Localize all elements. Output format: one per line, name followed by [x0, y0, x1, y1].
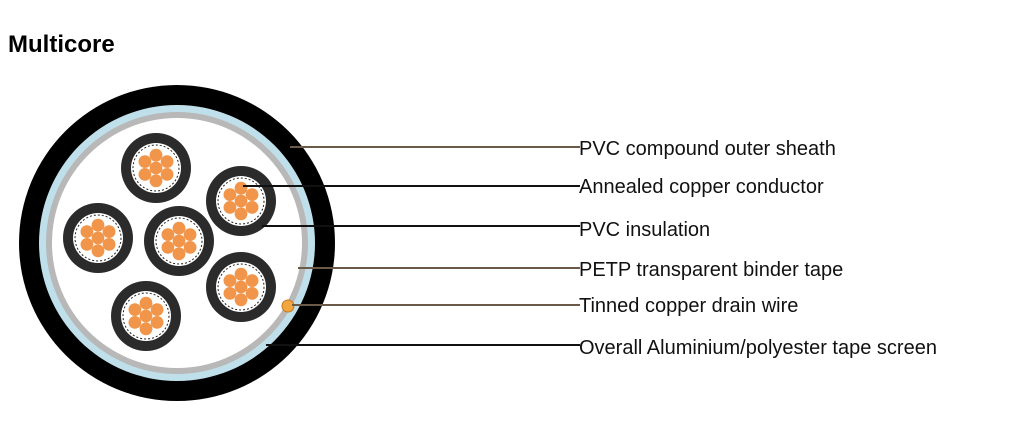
- conductor-strand: [245, 287, 259, 300]
- core-wrap: [155, 217, 203, 265]
- conductor-strand: [245, 188, 259, 202]
- core: [144, 206, 214, 276]
- conductor-strand: [234, 280, 248, 294]
- conductor-strand: [102, 238, 116, 251]
- conductor-strand: [91, 244, 105, 258]
- conductor-strand: [150, 316, 164, 329]
- core-wrap: [217, 177, 265, 225]
- conductor-strand: [234, 181, 248, 195]
- conductor-strand: [183, 228, 197, 242]
- conductor-strand: [234, 207, 248, 221]
- conductor-strand: [161, 241, 175, 254]
- conductor-strand: [150, 303, 164, 316]
- conductor-strand: [223, 274, 237, 287]
- conductor-strand: [161, 228, 175, 242]
- core-wrap: [74, 214, 122, 262]
- conductor-strand: [223, 287, 237, 300]
- conductor-strand: [138, 155, 152, 169]
- leader-lines: [243, 146, 580, 346]
- conductor-strand: [139, 296, 153, 310]
- conductor-strand: [172, 234, 186, 248]
- conductor-strand: [80, 225, 94, 239]
- cable-cross-section: [19, 85, 335, 401]
- core: [206, 252, 276, 322]
- label-binder-tape: PETP transparent binder tape: [579, 259, 844, 281]
- conductor-strand: [128, 316, 142, 329]
- conductor-strand: [160, 168, 174, 181]
- conductor-strand: [183, 241, 197, 254]
- conductor-strand: [138, 168, 152, 181]
- conductor-strand: [102, 225, 116, 239]
- conductor-strand: [172, 221, 186, 235]
- core: [121, 133, 191, 203]
- page-title: Multicore: [8, 31, 115, 58]
- label-drain-wire: Tinned copper drain wire: [579, 295, 799, 317]
- label-screen: Overall Aluminium/polyester tape screen: [579, 337, 937, 359]
- conductor-strand: [245, 201, 259, 214]
- conductor-strand: [80, 238, 94, 251]
- core: [111, 281, 181, 351]
- conductor-strand: [91, 218, 105, 232]
- conductor-strand: [149, 161, 163, 175]
- conductor-strand: [234, 293, 248, 307]
- conductor-strand: [128, 303, 142, 316]
- conductor-strand: [234, 194, 248, 208]
- conductor-strand: [234, 267, 248, 281]
- conductor-strand: [160, 155, 174, 169]
- conductor-strand: [139, 322, 153, 336]
- conductor-strand: [149, 148, 163, 162]
- label-insulation: PVC insulation: [579, 219, 711, 241]
- label-conductor: Annealed copper conductor: [579, 176, 824, 198]
- core: [63, 203, 133, 273]
- conductor-strand: [245, 274, 259, 287]
- conductor-strand: [223, 201, 237, 214]
- conductor-strand: [149, 174, 163, 188]
- conductor-strand: [172, 247, 186, 261]
- core-wrap: [122, 292, 170, 340]
- core-wrap: [217, 263, 265, 311]
- label-outer-sheath: PVC compound outer sheath: [579, 138, 836, 160]
- conductor-strand: [139, 309, 153, 323]
- core: [206, 166, 276, 236]
- conductor-strand: [223, 188, 237, 202]
- conductor-strand: [91, 231, 105, 245]
- core-wrap: [132, 144, 180, 192]
